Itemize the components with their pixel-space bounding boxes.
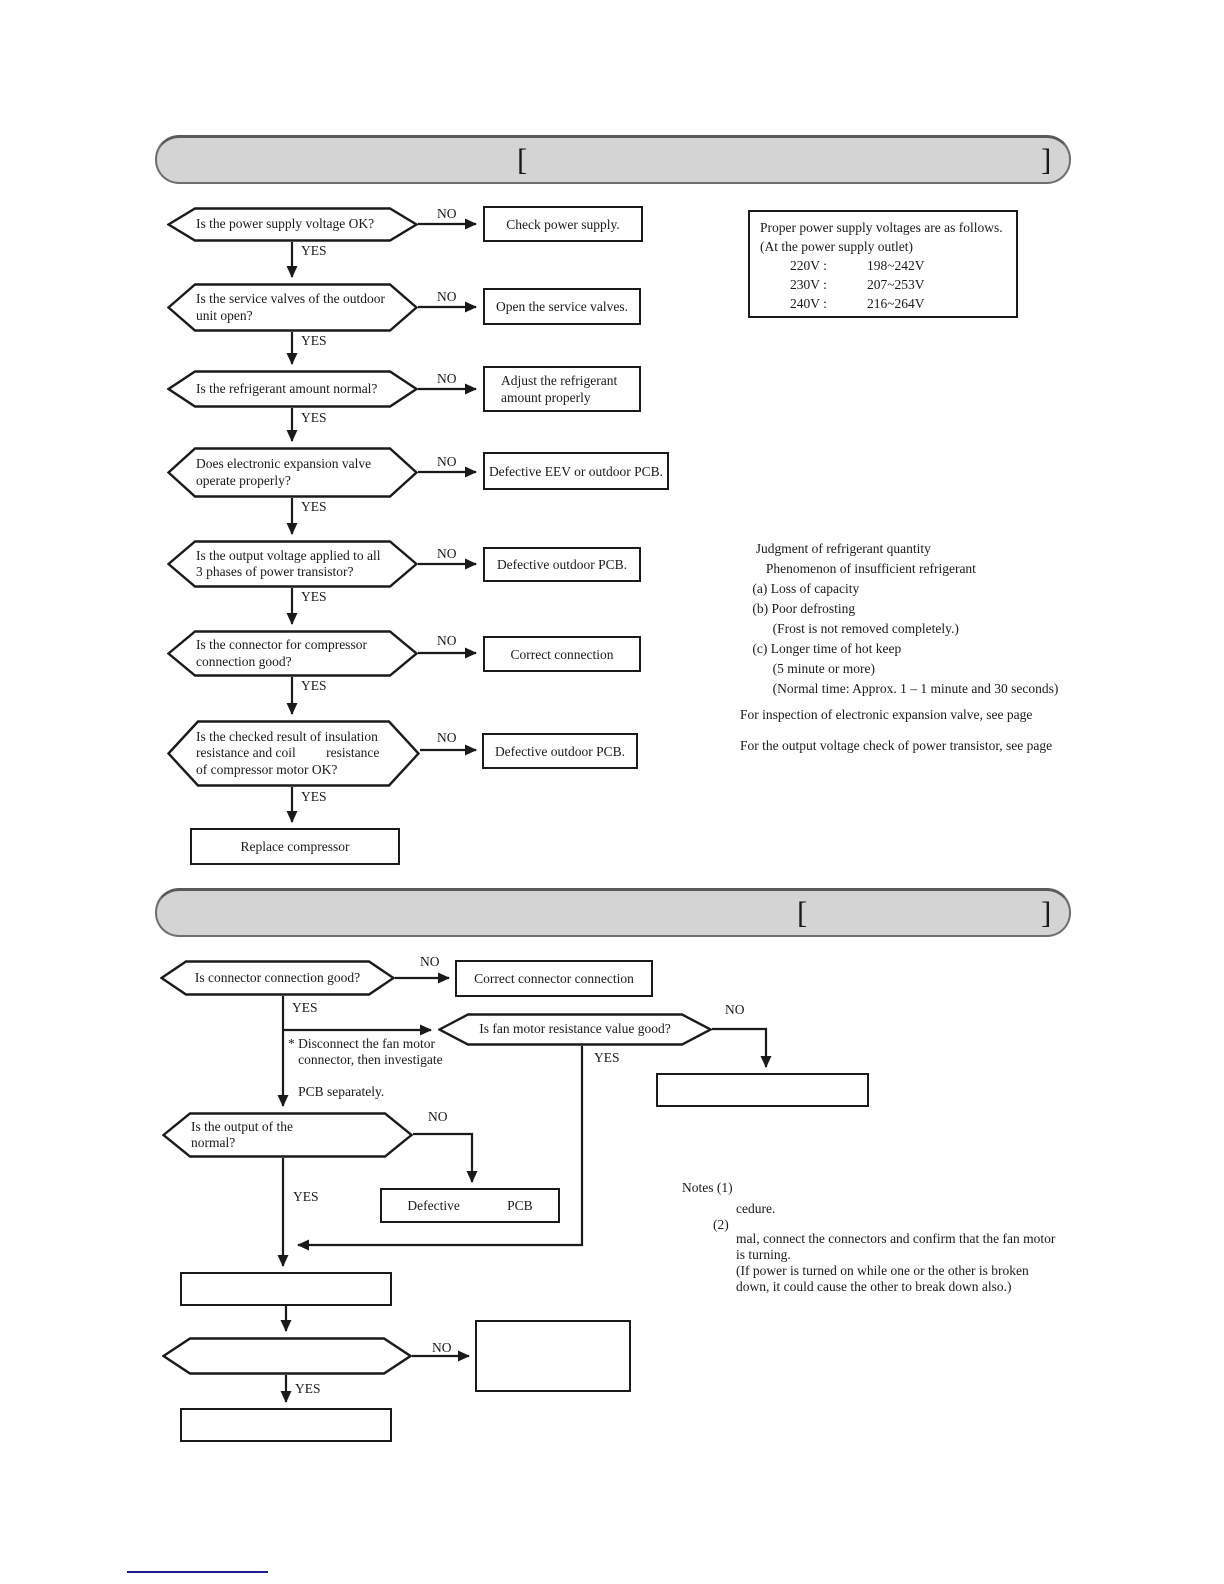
decision-insulation-resistance: Is the checked result of insulation resi…	[167, 720, 420, 787]
label-no-5: NO	[437, 546, 457, 561]
label-yes-6: YES	[301, 678, 327, 693]
label-no-6: NO	[437, 633, 457, 648]
voltage-title: Proper power supply voltages are as foll…	[760, 220, 1003, 235]
label-yes-7: YES	[301, 789, 327, 804]
header2-close-bracket: ]	[1041, 895, 1052, 930]
box-final-step	[180, 1408, 392, 1442]
action-check-power-supply: Check power supply.	[483, 206, 643, 242]
section-header-1: [ ]	[155, 135, 1071, 184]
action-defective-outdoor-pcb-1: Defective outdoor PCB.	[483, 547, 641, 582]
action-correct-connector-connection: Correct connector connection	[455, 960, 653, 997]
decision-blank	[162, 1337, 412, 1375]
label-no-1: NO	[437, 206, 457, 221]
action-defective-eev-or-pcb: Defective EEV or outdoor PCB.	[483, 452, 669, 490]
label-yes-5: YES	[301, 589, 327, 604]
label-no-4: NO	[437, 454, 457, 469]
notes-label-2: (2)	[713, 1217, 729, 1232]
note-see-page-transistor: For the output voltage check of power tr…	[740, 738, 1053, 753]
decision-output-normal: Is the output of the normal?	[162, 1112, 413, 1158]
label-no-7: NO	[437, 730, 457, 745]
note-refrigerant-judgment: Judgment of refrigerant quantity Phenome…	[752, 541, 1059, 696]
action-defective-pcb: Defective PCB	[380, 1188, 560, 1223]
label-yes-2: YES	[301, 333, 327, 348]
label-yes-1: YES	[301, 243, 327, 258]
action-correct-connection: Correct connection	[483, 636, 641, 672]
label-yes-10: YES	[293, 1189, 319, 1204]
note-see-page-eev: For inspection of electronic expansion v…	[740, 707, 1033, 722]
label-yes-4: YES	[301, 499, 327, 514]
notes-body-2: mal, connect the connectors and confirm …	[736, 1231, 1056, 1294]
action-adjust-refrigerant: Adjust the refrigerant amount properly	[483, 366, 641, 412]
voltage-subtitle: (At the power supply outlet)	[760, 239, 913, 254]
decision-compressor-connector: Is the connector for compressor connecti…	[167, 630, 418, 677]
label-no-2: NO	[437, 289, 457, 304]
decision-power-supply-voltage: Is the power supply voltage OK?	[167, 207, 418, 242]
decision-service-valves: Is the service valves of the outdoor uni…	[167, 283, 418, 332]
label-no-10: NO	[428, 1109, 448, 1124]
decision-connector-connection: Is connector connection good?	[160, 960, 395, 996]
header1-open-bracket: [	[517, 142, 528, 177]
header2-open-bracket: [	[797, 895, 808, 930]
notes-label: Notes (1)	[682, 1180, 733, 1195]
footer-blue-line	[127, 1571, 268, 1573]
label-no-8: NO	[420, 954, 440, 969]
label-no-9: NO	[725, 1002, 745, 1017]
action-defective-outdoor-pcb-2: Defective outdoor PCB.	[482, 733, 638, 769]
header1-close-bracket: ]	[1041, 142, 1052, 177]
note-proper-voltages: Proper power supply voltages are as foll…	[748, 210, 1018, 318]
box-fan-motor-no-result	[656, 1073, 869, 1107]
voltage-row: 220V :198~242V	[790, 258, 925, 273]
voltage-row: 230V :207~253V	[790, 277, 925, 292]
section-header-2: [ ]	[155, 888, 1071, 937]
label-yes-9: YES	[594, 1050, 620, 1065]
action-replace-compressor: Replace compressor	[190, 828, 400, 865]
label-no-11: NO	[432, 1340, 452, 1355]
label-yes-11: YES	[295, 1381, 321, 1396]
label-yes-8: YES	[292, 1000, 318, 1015]
box-merge-step	[180, 1272, 392, 1306]
decision-fan-motor-resistance: Is fan motor resistance value good?	[438, 1013, 712, 1046]
note-disconnect-fan-motor: * Disconnect the fan motor connector, th…	[288, 1036, 443, 1099]
voltage-row: 240V :216~264V	[790, 296, 925, 311]
decision-eev-operation: Does electronic expansion valve operate …	[167, 447, 418, 498]
decision-refrigerant-amount: Is the refrigerant amount normal?	[167, 370, 418, 408]
label-no-3: NO	[437, 371, 457, 386]
label-yes-3: YES	[301, 410, 327, 425]
box-blank-no-result	[475, 1320, 631, 1392]
action-open-service-valves: Open the service valves.	[483, 288, 641, 325]
notes-line-1: cedure.	[736, 1201, 776, 1216]
decision-power-transistor-output: Is the output voltage applied to all 3 p…	[167, 540, 418, 588]
